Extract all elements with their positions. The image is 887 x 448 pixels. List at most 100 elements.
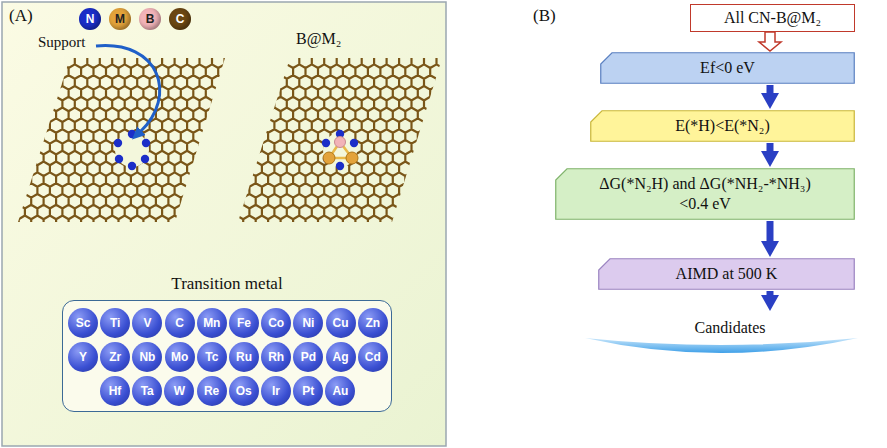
support-arrow bbox=[96, 46, 160, 132]
n-atom bbox=[336, 162, 344, 170]
group-heading: Transition metal bbox=[63, 274, 391, 294]
filter-box: Ef<0 eV bbox=[600, 52, 855, 84]
element-circle: Pd bbox=[293, 342, 323, 372]
element-symbol: Rh bbox=[268, 350, 284, 364]
element-symbol: Cu bbox=[333, 316, 349, 330]
boron-atom bbox=[335, 137, 346, 148]
element-circle: Tc bbox=[197, 342, 227, 372]
legend-text: M bbox=[109, 8, 131, 30]
element-symbol: Sc bbox=[76, 316, 91, 330]
element-symbol: Zn bbox=[365, 316, 380, 330]
lattice bbox=[0, 43, 624, 371]
element-group: Transition metalScTiVCMnFeCoNiCuZnYZrNbM… bbox=[62, 300, 392, 412]
element-symbol: Au bbox=[332, 384, 348, 398]
element-circle: Ta bbox=[132, 376, 162, 406]
element-circle: Hf bbox=[100, 376, 130, 406]
flow-arrow bbox=[767, 143, 774, 151]
n-atom bbox=[322, 139, 330, 147]
n-atom bbox=[141, 155, 149, 163]
element-symbol: Pd bbox=[301, 350, 316, 364]
legend-item: N bbox=[79, 8, 101, 30]
legend-text: N bbox=[79, 8, 101, 30]
n-atom bbox=[142, 139, 150, 147]
element-circle: C bbox=[165, 308, 195, 338]
element-symbol: Y bbox=[79, 350, 87, 364]
filter-box: ΔG(*N₂H) and ΔG(*NH₂-*NH₃)<0.4 eV bbox=[555, 168, 855, 220]
element-circle: Ru bbox=[229, 342, 259, 372]
step-text: E(*H)<E(*N₂) bbox=[675, 116, 770, 136]
structure-label: B@M₂ bbox=[296, 30, 341, 48]
legend-item: C bbox=[169, 8, 191, 30]
element-symbol: Co bbox=[268, 316, 284, 330]
n-atom bbox=[350, 139, 358, 147]
panel-label: (A) bbox=[9, 6, 33, 26]
candidates-arc bbox=[585, 338, 858, 353]
element-circle: Y bbox=[68, 342, 98, 372]
element-symbol: V bbox=[143, 316, 151, 330]
metal-atom bbox=[346, 152, 358, 164]
filter-box: AIMD at 500 K bbox=[598, 258, 855, 290]
element-circle: Mn bbox=[197, 308, 227, 338]
element-symbol: Os bbox=[236, 384, 252, 398]
element-circle: Nb bbox=[132, 342, 162, 372]
element-circle: Cu bbox=[326, 308, 356, 338]
n-atom bbox=[128, 130, 136, 138]
element-symbol: W bbox=[174, 384, 185, 398]
legend-text: C bbox=[169, 8, 191, 30]
element-circle: Re bbox=[197, 376, 227, 406]
element-symbol: Ta bbox=[141, 384, 154, 398]
doped-atoms bbox=[114, 130, 358, 170]
element-symbol: Zr bbox=[109, 350, 121, 364]
step-text: Ef<0 eV bbox=[700, 58, 755, 78]
element-circle: Rh bbox=[261, 342, 291, 372]
element-symbol: Re bbox=[204, 384, 219, 398]
lattice bbox=[0, 43, 624, 371]
element-circle: Co bbox=[261, 308, 291, 338]
element-symbol: Ir bbox=[272, 384, 280, 398]
element-symbol: Mo bbox=[171, 350, 188, 364]
element-circle: Ag bbox=[326, 342, 356, 372]
legend-item: B bbox=[139, 8, 161, 30]
element-circle: Fe bbox=[229, 308, 259, 338]
n-atom bbox=[128, 162, 136, 170]
element-circle: Zr bbox=[100, 342, 130, 372]
element-circle: Pt bbox=[293, 376, 323, 406]
metal-atom bbox=[323, 152, 335, 164]
element-symbol: Mn bbox=[203, 316, 220, 330]
element-circle: W bbox=[164, 376, 194, 406]
element-circle: Sc bbox=[68, 308, 98, 338]
graphene-support bbox=[0, 43, 624, 371]
flow-arrow bbox=[767, 85, 774, 93]
element-symbol: Nb bbox=[139, 350, 155, 364]
n-atom bbox=[115, 155, 123, 163]
element-circle: Au bbox=[325, 376, 355, 406]
support-label: Support bbox=[38, 34, 86, 51]
n-atom bbox=[114, 139, 122, 147]
step-text: ΔG(*N₂H) and ΔG(*NH₂-*NH₃)<0.4 eV bbox=[588, 174, 823, 214]
element-circle: Ti bbox=[100, 308, 130, 338]
element-circle: Ir bbox=[261, 376, 291, 406]
element-symbol: Tc bbox=[205, 350, 218, 364]
element-symbol: Ni bbox=[302, 316, 314, 330]
filter-box: E(*H)<E(*N₂) bbox=[590, 110, 855, 142]
element-symbol: Ag bbox=[333, 350, 349, 364]
element-circle: Ni bbox=[293, 308, 323, 338]
element-symbol: Ti bbox=[110, 316, 120, 330]
step-text: Candidates bbox=[694, 318, 765, 338]
element-symbol: Cd bbox=[365, 350, 381, 364]
graphene-b-m2 bbox=[0, 43, 624, 371]
step-text: All CN-B@M₂ bbox=[724, 8, 821, 28]
element-symbol: Fe bbox=[237, 316, 251, 330]
legend-text: B bbox=[139, 8, 161, 30]
result-label: Candidates bbox=[650, 312, 810, 344]
hollow-arrow bbox=[759, 32, 781, 51]
element-circle: Cd bbox=[358, 342, 388, 372]
element-circle: Os bbox=[229, 376, 259, 406]
flow-arrow bbox=[767, 291, 774, 295]
element-symbol: Ru bbox=[236, 350, 252, 364]
element-symbol: Hf bbox=[109, 384, 122, 398]
element-symbol: C bbox=[175, 316, 184, 330]
legend-item: M bbox=[109, 8, 131, 30]
element-circle: Mo bbox=[165, 342, 195, 372]
